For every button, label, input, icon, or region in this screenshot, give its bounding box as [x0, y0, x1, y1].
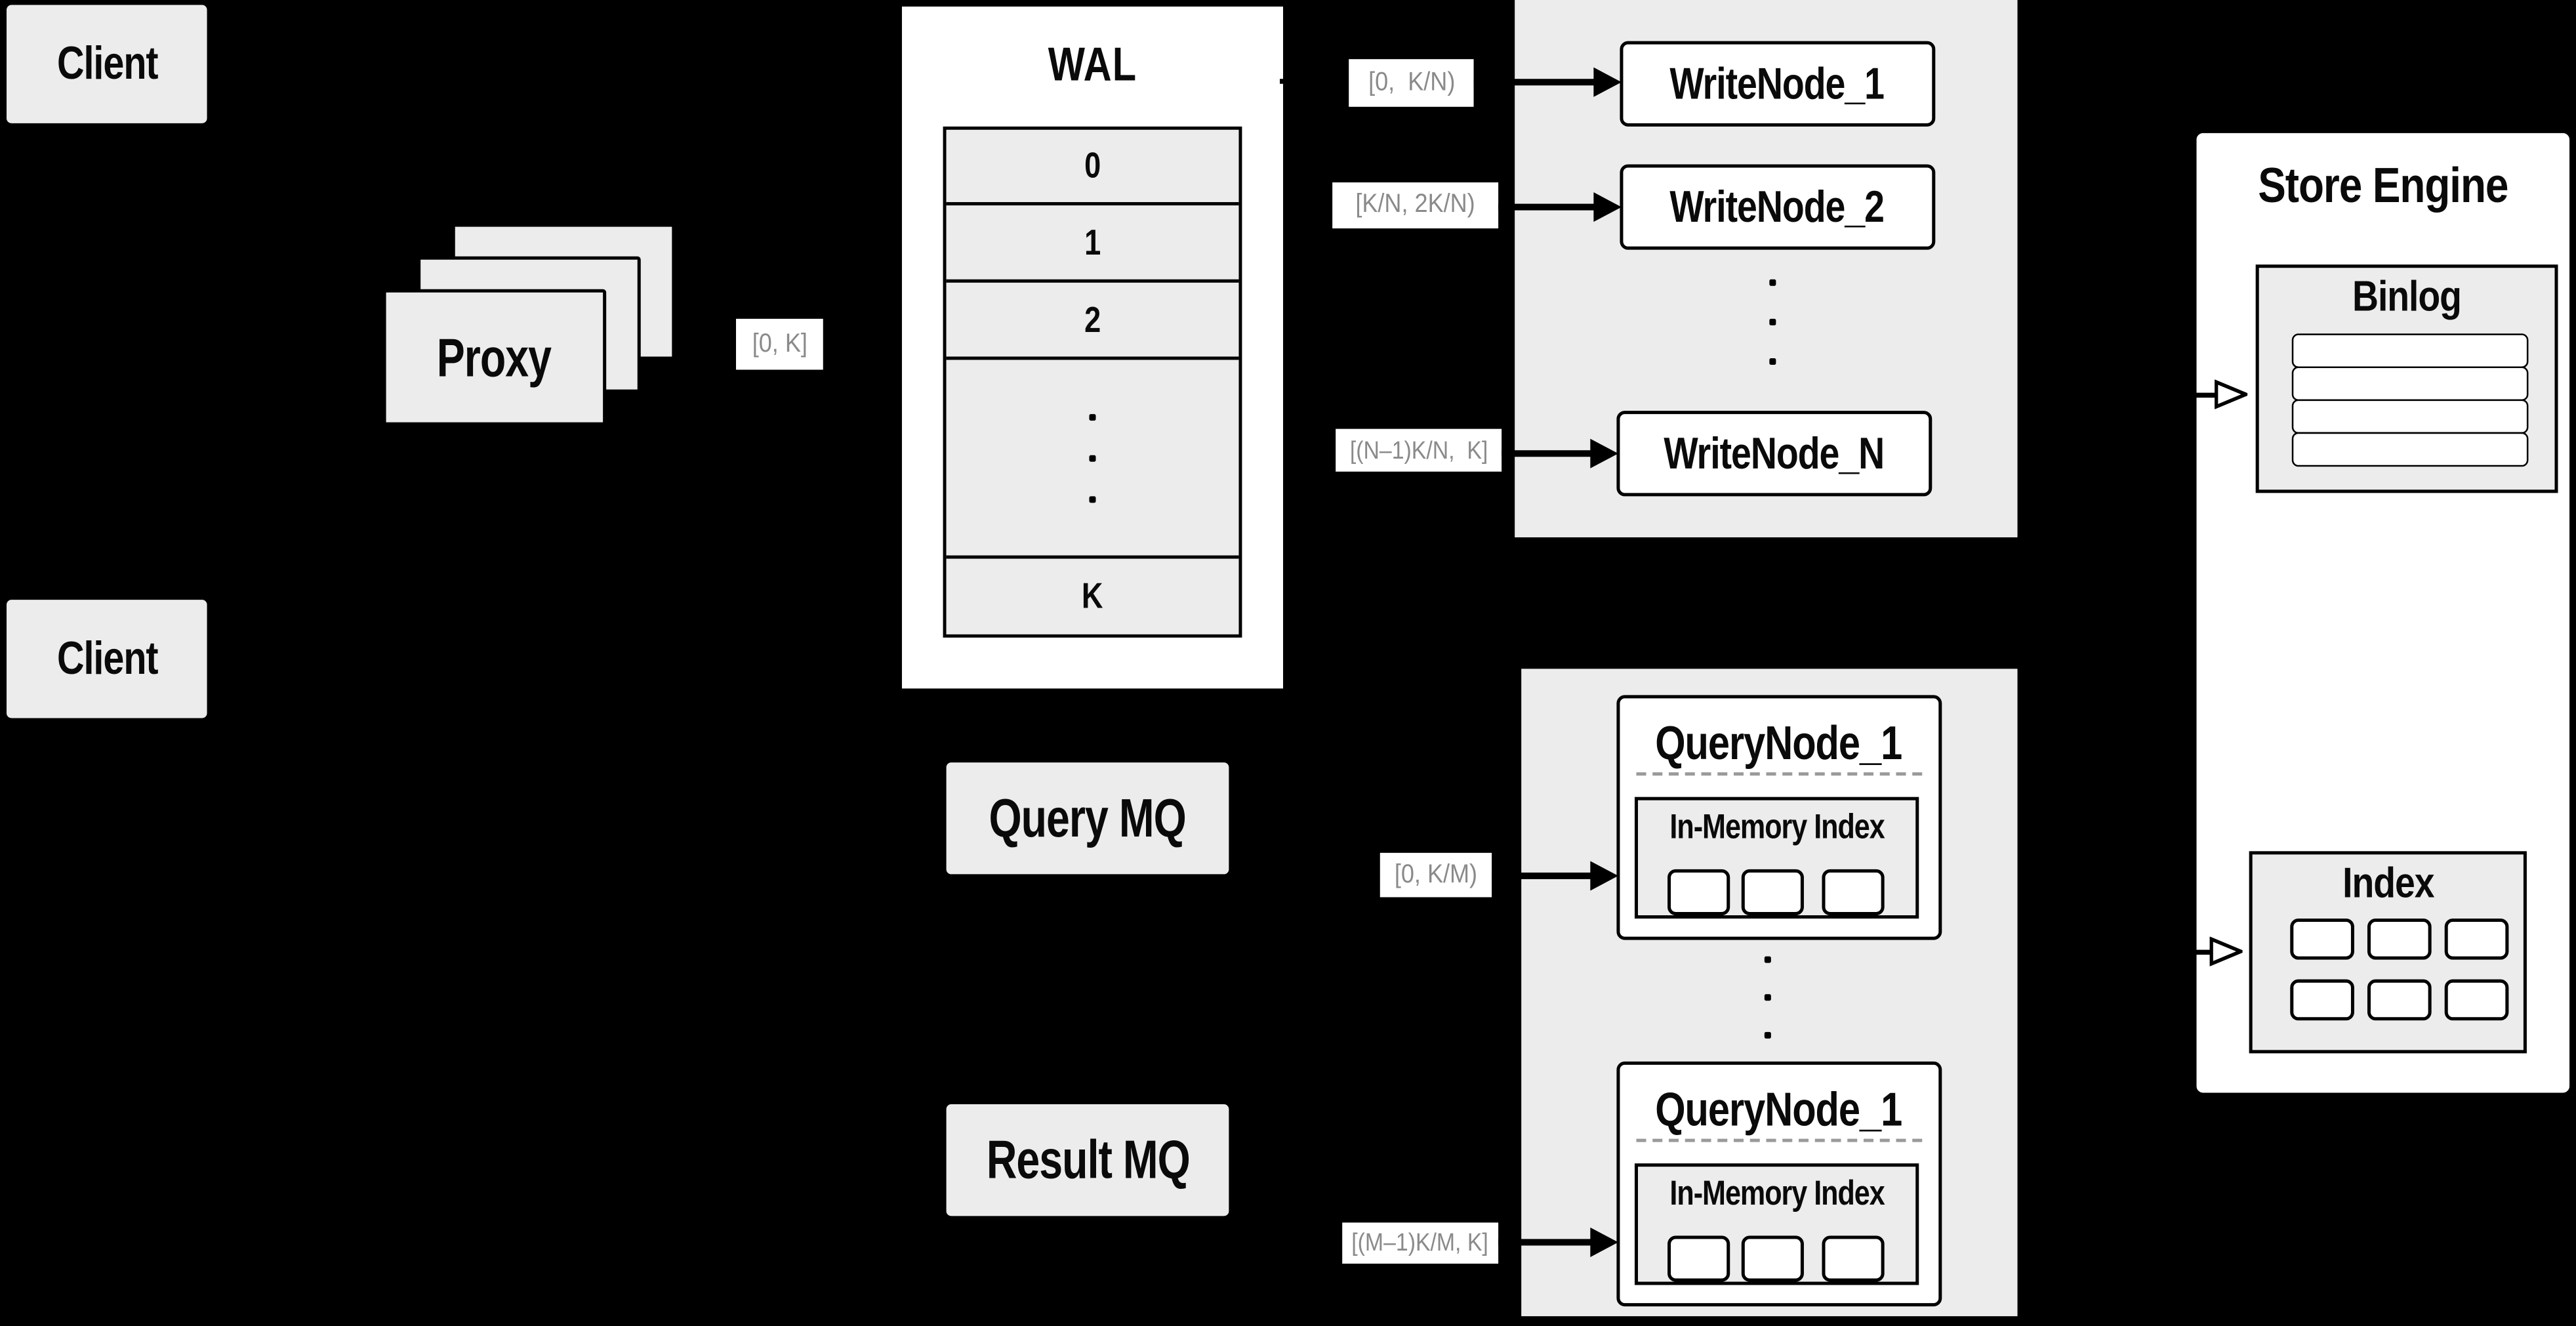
range-label-write-n: [(N–1)K/N, K] [1336, 428, 1502, 472]
binlog-row [2291, 399, 2529, 434]
store-engine-title-wrap: Store Engine [2194, 159, 2573, 215]
result-mq-label: Result MQ [985, 1129, 1190, 1190]
wal-segment-row: 2 [946, 279, 1239, 357]
client-box-bottom: Client [7, 600, 207, 718]
client-box-top: Client [7, 5, 207, 123]
write-node-2-box: WriteNode_2 [1620, 164, 1936, 250]
index-cell [2444, 979, 2509, 1021]
range-label-proxy-wal: [0, K] [736, 318, 823, 370]
in-memory-title-wrap: In-Memory Index [1635, 1175, 1919, 1214]
memory-segment-cell [1667, 869, 1730, 916]
binlog-title: Binlog [2352, 271, 2462, 321]
index-cell [2444, 919, 2509, 960]
dashed-separator [1636, 772, 1923, 776]
wal-segment-row: 1 [946, 202, 1239, 280]
index-title-wrap: Index [2249, 858, 2527, 909]
write-node-2-label: WriteNode_2 [1670, 181, 1886, 231]
client-top-label: Client [56, 37, 158, 89]
result-mq-box: Result MQ [946, 1104, 1229, 1216]
in-memory-index-label-bottom: In-Memory Index [1669, 1174, 1885, 1213]
ellipsis-dots [1764, 956, 1771, 1039]
wal-ellipsis-row [946, 356, 1239, 556]
client-bottom-label: Client [56, 632, 158, 684]
query-mq-label: Query MQ [989, 787, 1187, 848]
range-label-write-2: [K/N, 2K/N) [1332, 182, 1499, 229]
binlog-row [2291, 333, 2529, 369]
query-node-bottom-title: QueryNode_1 [1656, 1084, 1903, 1138]
write-node-n-label: WriteNode_N [1664, 428, 1885, 478]
hollow-arrowhead-icon [2209, 936, 2243, 966]
query-node-top-title: QueryNode_1 [1656, 718, 1903, 771]
range-label-query-m: [(M–1)K/M, K] [1342, 1222, 1499, 1264]
write-node-1-label: WriteNode_1 [1670, 58, 1886, 108]
write-node-n-box: WriteNode_N [1616, 411, 1932, 497]
index-cell [2367, 919, 2432, 960]
wal-title-wrap: WAL [899, 39, 1286, 94]
ellipsis-dots [1089, 413, 1096, 503]
wal-segment-row: K [946, 555, 1239, 634]
memory-segment-cell [1822, 869, 1885, 916]
memory-segment-cell [1741, 1235, 1804, 1282]
proxy-label: Proxy [437, 326, 552, 387]
query-node-top-title-wrap: QueryNode_1 [1616, 718, 1942, 772]
wal-segment-table: 0 1 2 K [943, 126, 1242, 638]
wal-segment-row: 0 [946, 129, 1239, 203]
query-mq-box: Query MQ [946, 762, 1229, 875]
ellipsis-dots [1769, 279, 1776, 365]
range-label-query-1: [0, K/M) [1380, 852, 1492, 898]
index-cell [2367, 979, 2432, 1021]
hollow-arrowhead-icon [2215, 379, 2248, 409]
binlog-title-wrap: Binlog [2256, 271, 2558, 322]
wal-title: WAL [1048, 39, 1137, 93]
index-cell [2290, 979, 2354, 1021]
memory-segment-cell [1822, 1235, 1885, 1282]
query-node-bottom-title-wrap: QueryNode_1 [1616, 1085, 1942, 1139]
binlog-row [2291, 432, 2529, 467]
dashed-separator [1636, 1138, 1923, 1142]
in-memory-title-wrap: In-Memory Index [1635, 808, 1919, 848]
wal-arrow-stub [1280, 79, 1294, 84]
proxy-box-front: Proxy [382, 289, 607, 426]
index-cell [2290, 919, 2354, 960]
range-label-write-1: [0, K/N) [1349, 59, 1474, 107]
memory-segment-cell [1667, 1235, 1730, 1282]
memory-segment-cell [1741, 869, 1804, 916]
in-memory-index-label-top: In-Memory Index [1669, 808, 1885, 846]
binlog-row [2291, 366, 2529, 402]
index-title: Index [2342, 858, 2434, 907]
store-engine-title: Store Engine [2258, 159, 2508, 214]
write-node-1-box: WriteNode_1 [1620, 41, 1936, 127]
